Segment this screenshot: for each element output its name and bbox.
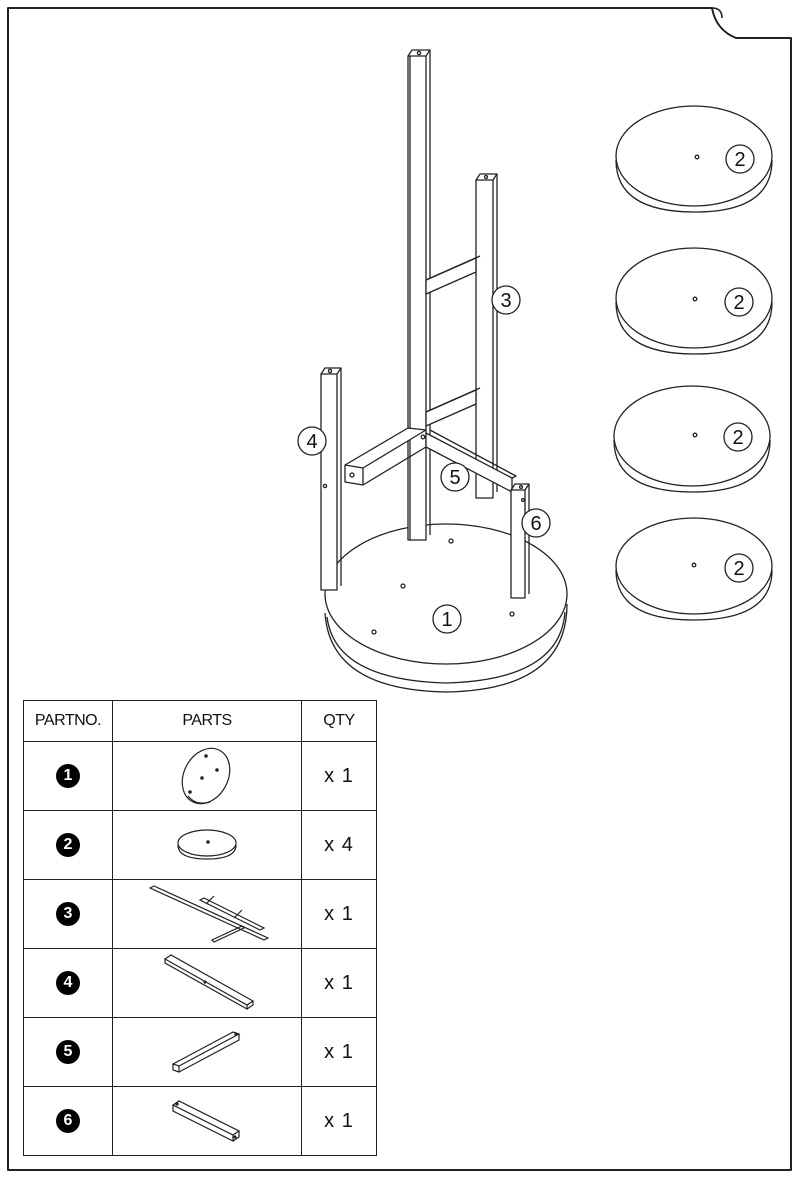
page-border xyxy=(7,7,792,1171)
round-base-thumb xyxy=(181,747,231,805)
callout-long-post: 4 xyxy=(306,431,317,453)
shelf-disc-4 xyxy=(615,517,773,621)
part-qty: x 4 xyxy=(324,833,354,856)
part-qty: x 1 xyxy=(324,1040,354,1063)
frame-tall-post xyxy=(407,49,431,541)
part-number-badge: 2 xyxy=(56,833,80,857)
part-qty: x 1 xyxy=(324,1109,354,1132)
table-row: 4 x 1 xyxy=(23,948,377,1018)
part-number-badge: 3 xyxy=(56,902,80,926)
ladder-frame-thumb xyxy=(148,885,270,943)
part-number-badge: 4 xyxy=(56,971,80,995)
cross-arm-thumb xyxy=(171,1031,241,1073)
part-number-badge: 1 xyxy=(56,764,80,788)
long-post xyxy=(320,367,342,591)
part-qty: x 1 xyxy=(324,764,354,787)
short-post-thumb xyxy=(171,1100,241,1142)
table-row: 2 x 4 xyxy=(23,810,377,880)
frame-short-post xyxy=(475,173,498,499)
part-qty: x 1 xyxy=(324,971,354,994)
table-row: 5 x 1 xyxy=(23,1017,377,1087)
table-row: 6 x 1 xyxy=(23,1086,377,1156)
callout-arm: 5 xyxy=(449,467,460,489)
shelf-disc-thumb xyxy=(177,829,237,860)
header-partno: PARTNO. xyxy=(23,700,113,742)
callout-base: 1 xyxy=(441,609,452,631)
table-header-row: PARTNO. PARTS QTY xyxy=(23,700,377,742)
callouts xyxy=(297,144,755,634)
table-row: 1 x 1 xyxy=(23,741,377,811)
shelf-discs xyxy=(613,105,773,621)
callout-short-post: 6 xyxy=(530,513,541,535)
callout-shelf-3: 2 xyxy=(732,427,743,449)
part-number-badge: 6 xyxy=(56,1109,80,1133)
shelf-disc-3 xyxy=(613,385,771,493)
part-qty: x 1 xyxy=(324,902,354,925)
callout-frame: 3 xyxy=(500,290,511,312)
header-parts: PARTS xyxy=(112,700,302,742)
long-post-thumb xyxy=(163,954,255,1011)
parts-list-table: PARTNO. PARTS QTY 1 x 1 2 xyxy=(23,700,377,1156)
shelf-disc-2 xyxy=(615,247,773,355)
header-qty: QTY xyxy=(301,700,377,742)
callout-shelf-4: 2 xyxy=(733,558,744,580)
page-corner-fold xyxy=(711,7,723,19)
shelf-disc-1 xyxy=(615,105,773,213)
part-number-badge: 5 xyxy=(56,1040,80,1064)
short-post xyxy=(510,483,530,599)
frame-rungs xyxy=(425,255,481,427)
callout-shelf-2: 2 xyxy=(733,292,744,314)
callout-shelf-1: 2 xyxy=(734,149,745,171)
base-disc xyxy=(324,523,568,693)
table-row: 3 x 1 xyxy=(23,879,377,949)
